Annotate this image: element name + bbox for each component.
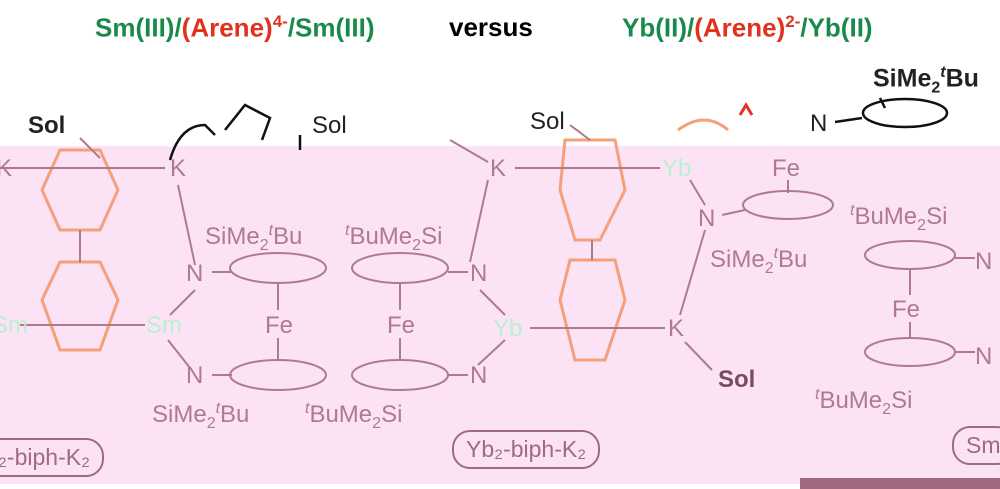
silyl-label-right-lower: tBuMe2Si bbox=[815, 386, 913, 418]
potassium-label-left: K bbox=[170, 155, 187, 182]
potassium-label-mid-lower: K bbox=[668, 315, 685, 342]
nitrogen-label-top-right: N bbox=[810, 110, 828, 137]
silyl-label-mid-right: SiMe2tBu bbox=[710, 245, 808, 277]
solvent-label-top-mid: Sol bbox=[530, 108, 565, 135]
solvent-label-top-left-2: Sol bbox=[312, 112, 347, 139]
header-versus: versus bbox=[449, 12, 533, 42]
ytterbium-label-mid-upper: Yb bbox=[662, 155, 692, 182]
iron-label-left: Fe bbox=[265, 312, 294, 339]
nitrogen-label-left-lower: N bbox=[186, 362, 204, 389]
potassium-label-mid-upper: K bbox=[490, 155, 507, 182]
silyl-label-mid-upper: tBuMe2Si bbox=[345, 222, 443, 254]
nitrogen-label-mid-right: N bbox=[698, 205, 716, 232]
silyl-label-top-right: SiMe2tBu bbox=[873, 64, 979, 97]
compound-label-left: ₂-biph-K₂ bbox=[0, 438, 104, 477]
compound-label-mid: Yb₂-biph-K₂ bbox=[452, 430, 601, 469]
iron-label-mid-left: Fe bbox=[387, 312, 416, 339]
header-left-formula: Sm(III)/(Arene)4-/Sm(III) bbox=[95, 12, 375, 43]
silyl-label-left-upper: SiMe2tBu bbox=[205, 222, 303, 254]
nitrogen-label-mid-lower: N bbox=[470, 362, 488, 389]
compound-label-right: Sm bbox=[952, 426, 1000, 465]
header-right-formula: Yb(II)/(Arene)2-/Yb(II) bbox=[622, 12, 873, 43]
samarium-label-left-edge: Sm bbox=[0, 312, 28, 339]
solvent-label-top-left: Sol bbox=[28, 112, 66, 139]
nitrogen-label-right-upper: N bbox=[975, 248, 993, 275]
potassium-label-left-edge: K bbox=[0, 155, 13, 182]
silyl-label-left-lower: SiMe2tBu bbox=[152, 400, 250, 432]
iron-label-right: Fe bbox=[892, 296, 921, 323]
solvent-label-mid-lower: Sol bbox=[718, 366, 756, 393]
nitrogen-label-mid-upper: N bbox=[470, 260, 488, 287]
highlight-panel-bottom-bar bbox=[800, 478, 1000, 489]
samarium-label-left: Sm bbox=[146, 312, 182, 339]
silyl-label-right-upper: tBuMe2Si bbox=[850, 202, 948, 234]
ytterbium-label-mid-lower: Yb bbox=[493, 315, 523, 342]
nitrogen-label-left-upper: N bbox=[186, 260, 204, 287]
iron-label-mid-right: Fe bbox=[772, 155, 801, 182]
nitrogen-label-right-lower: N bbox=[975, 343, 993, 370]
silyl-label-mid-lower: tBuMe2Si bbox=[305, 400, 403, 432]
